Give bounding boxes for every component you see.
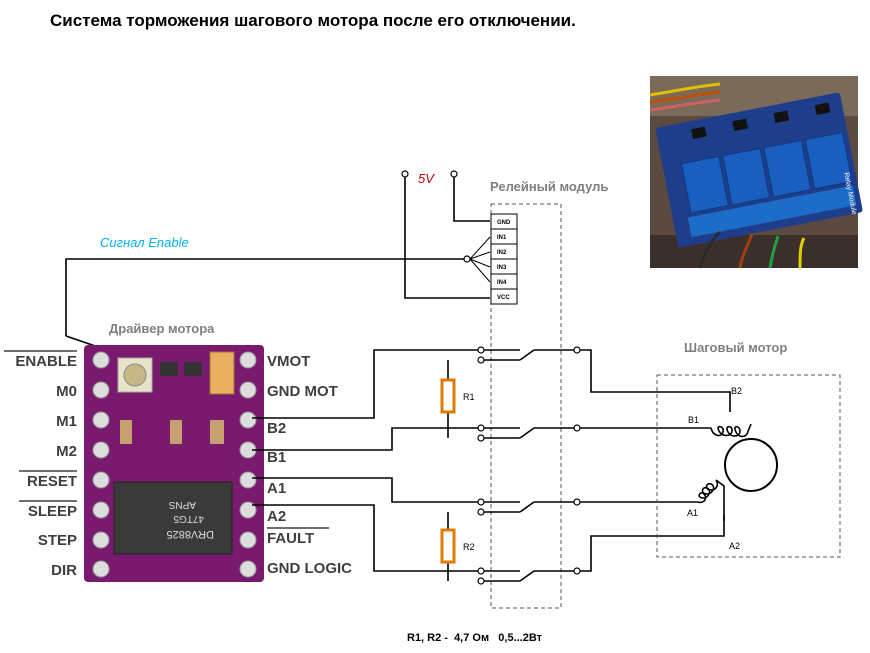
coil-label-b1: B1 xyxy=(688,415,699,425)
page-title: Система торможения шагового мотора после… xyxy=(50,11,576,30)
resistor-r1 xyxy=(440,378,456,414)
driver-right-pin-labels: VMOT GND MOT B2 B1 A1 A2 FAULT GND LOGIC xyxy=(267,353,352,577)
driver-left-pin-labels: ENABLE M0 M1 M2 RESET SLEEP STEP DIR xyxy=(4,350,77,579)
relay-pin-in2: IN2 xyxy=(497,250,507,256)
relay-module-caption: Релейный модуль xyxy=(490,179,608,194)
pin-b2: B2 xyxy=(267,420,286,437)
pin-m2: M2 xyxy=(56,443,77,460)
relay-pin-header: GND IN1 IN2 IN3 IN4 VCC xyxy=(490,213,518,305)
pin-sleep: SLEEP xyxy=(28,503,77,520)
enable-signal-wire xyxy=(65,258,467,336)
resistor-r2-label: R2 xyxy=(463,542,475,552)
footnote: R1, R2 - 4,7 Ом 0,5...2Вт xyxy=(407,632,543,644)
coil-label-a1: A1 xyxy=(687,508,698,518)
wire-b2 xyxy=(252,349,478,419)
pin-dir: DIR xyxy=(51,562,77,579)
coil-a xyxy=(697,479,725,521)
chip-marking-2: 47TG5 xyxy=(173,513,204,524)
enable-fanout xyxy=(463,236,491,283)
wire-b1 xyxy=(252,427,478,451)
pin-enable: ENABLE xyxy=(15,353,77,370)
relay-contact-1 xyxy=(477,346,581,364)
pin-fault: FAULT xyxy=(267,530,314,547)
relay-contact-2 xyxy=(477,424,581,442)
pin-m1: M1 xyxy=(56,413,77,430)
coil-label-a2: A2 xyxy=(729,541,740,551)
pin-step: STEP xyxy=(38,532,77,549)
wire-a2 xyxy=(252,504,478,572)
chip-marking-1: DRV8825 xyxy=(167,528,215,540)
relay-pin-in3: IN3 xyxy=(497,265,507,271)
pin-gnd-mot: GND MOT xyxy=(267,383,338,400)
relay-module-box xyxy=(490,203,562,609)
pin-reset: RESET xyxy=(27,473,77,490)
supply-5v: 5V xyxy=(401,170,458,186)
vcc-wire xyxy=(404,177,490,299)
motor-rotor xyxy=(724,438,778,492)
relay-pin-in4: IN4 xyxy=(497,280,507,286)
supply-label: 5V xyxy=(418,171,435,186)
relay-pin-gnd: GND xyxy=(497,220,511,226)
pin-gnd-logic: GND LOGIC xyxy=(267,560,352,577)
pin-m0: M0 xyxy=(56,383,77,400)
driver-board: DRV8825 47TG5 APNS xyxy=(84,345,264,582)
stepper-motor xyxy=(697,423,778,521)
resistor-r2 xyxy=(440,528,456,564)
chip-marking-3: APNS xyxy=(168,499,196,510)
relay-contact-4 xyxy=(477,567,581,585)
relay-pin-vcc: VCC xyxy=(497,295,510,301)
motor-box xyxy=(656,374,841,558)
enable-signal-label: Сигнал Enable xyxy=(100,235,189,250)
coil-b xyxy=(710,423,752,438)
resistor-r1-label: R1 xyxy=(463,392,475,402)
pin-vmot: VMOT xyxy=(267,353,310,370)
wire-to-b2 xyxy=(580,349,731,412)
relay-contact-3 xyxy=(477,498,581,516)
pin-b1: B1 xyxy=(267,449,286,466)
motor-caption: Шаговый мотор xyxy=(684,340,787,355)
gnd-wire xyxy=(453,177,490,222)
pin-a2: A2 xyxy=(267,508,286,525)
driver-caption: Драйвер мотора xyxy=(109,321,215,336)
coil-label-b2: B2 xyxy=(731,386,742,396)
wire-to-a2 xyxy=(580,515,725,572)
relay-module-photo: Relay Module xyxy=(649,76,863,269)
wire-a1 xyxy=(252,477,478,503)
relay-pin-in1: IN1 xyxy=(497,235,507,241)
pin-a1: A1 xyxy=(267,480,286,497)
